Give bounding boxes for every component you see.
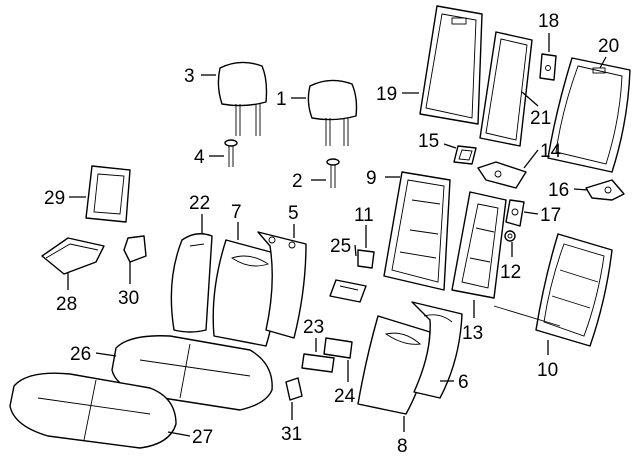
callout-16: 16: [548, 180, 569, 201]
callout-11: 11: [354, 205, 374, 226]
headrest-1: [307, 79, 358, 146]
seatback-panel-20: [547, 57, 631, 173]
callout-31: 31: [281, 424, 302, 445]
headrest-3: [217, 61, 268, 136]
seatback-cushion-5: [257, 231, 307, 339]
guide-4: [224, 139, 238, 167]
bracket-25: [329, 279, 367, 303]
guide-2: [326, 158, 340, 188]
callout-20: 20: [598, 36, 619, 57]
bracket-14: [477, 161, 527, 189]
callout-9: 9: [366, 168, 377, 189]
seatback-frame-13: [451, 191, 507, 299]
armrest-29: [85, 165, 131, 223]
callout-14: 14: [540, 141, 562, 162]
callout-30: 30: [118, 288, 139, 309]
callout-21: 21: [530, 108, 551, 129]
block-23: [301, 353, 335, 373]
seatback-cushion-6: [411, 301, 463, 399]
callout-17: 17: [540, 205, 561, 226]
callout-10: 10: [537, 360, 558, 381]
callout-29: 29: [44, 188, 65, 209]
callout-24: 24: [334, 386, 356, 407]
callout-8: 8: [397, 436, 408, 457]
block-24: [323, 337, 353, 359]
clip-30: [123, 235, 147, 263]
washer-12: [504, 230, 516, 242]
seatback-cushion-8: [357, 315, 431, 415]
callout-3: 3: [184, 66, 195, 87]
callout-labels: 1 2 3 4 5 6 7 8 9 10 11 12 13 14 15 16 1…: [44, 11, 619, 457]
callout-25: 25: [330, 236, 351, 257]
seatback-panel-19: [419, 5, 483, 125]
callout-19: 19: [376, 84, 397, 105]
hinge-17: [505, 199, 525, 227]
callout-2: 2: [292, 171, 303, 192]
callout-27: 27: [192, 427, 213, 448]
latch-16: [585, 179, 625, 201]
callout-23: 23: [303, 317, 324, 338]
seatback-frame-10: [493, 233, 613, 347]
callout-26: 26: [70, 344, 91, 365]
callout-28: 28: [56, 294, 77, 315]
pad-28: [41, 237, 105, 275]
callout-13: 13: [462, 323, 483, 344]
callout-7: 7: [231, 202, 242, 223]
leader-lines: [67, 33, 607, 437]
callout-22: 22: [189, 193, 210, 214]
callout-15: 15: [418, 131, 439, 152]
seat-cushion-27: [9, 372, 177, 449]
seatback-cushion-22: [170, 233, 213, 333]
seatback-panel-21: [479, 31, 533, 147]
seatback-frame-9: [383, 171, 451, 291]
callout-4: 4: [194, 147, 205, 168]
callout-18: 18: [538, 11, 559, 32]
bracket-18: [539, 53, 557, 81]
callout-5: 5: [288, 203, 299, 224]
callout-1: 1: [276, 89, 287, 110]
cover-15: [453, 145, 477, 165]
bracket-11: [357, 249, 375, 269]
clip-31: [285, 377, 303, 401]
callout-12: 12: [500, 262, 521, 283]
callout-6: 6: [458, 372, 469, 393]
